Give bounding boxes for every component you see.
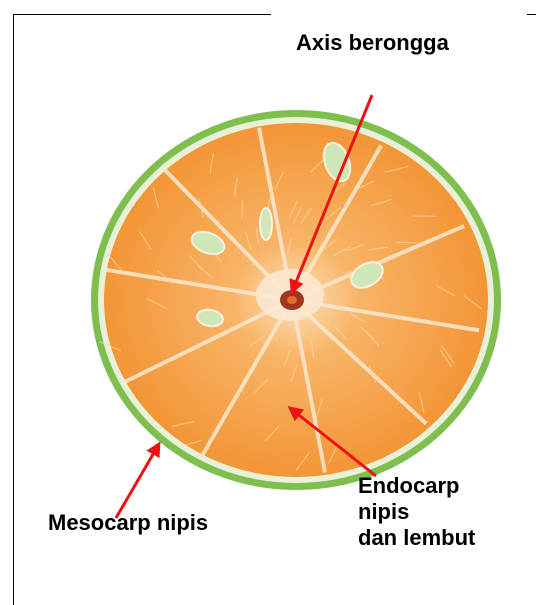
citrus-cross-section-icon	[91, 110, 501, 490]
seed	[260, 208, 272, 240]
label-endocarp-line-2: nipis	[358, 499, 475, 525]
label-endocarp-nipis: Endocarp nipis dan lembut	[358, 473, 475, 551]
label-endocarp-line-1: Endocarp	[358, 473, 475, 499]
label-mesocarp-nipis: Mesocarp nipis	[48, 510, 208, 536]
label-endocarp-line-3: dan lembut	[358, 525, 475, 551]
arrow-mesocarp	[116, 444, 159, 518]
label-axis-berongga: Axis berongga	[296, 30, 449, 56]
hollow-axis-core	[287, 296, 297, 304]
